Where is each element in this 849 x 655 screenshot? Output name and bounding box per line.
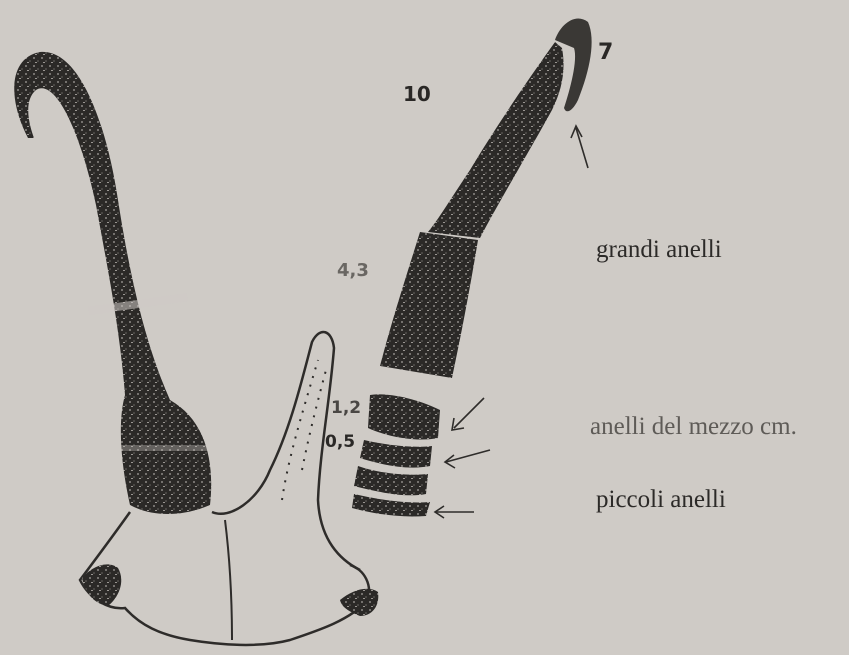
left-horn bbox=[14, 52, 220, 514]
label-anelli-del-mezzo: anelli del mezzo cm. bbox=[590, 413, 797, 441]
measure-10: 10 bbox=[403, 82, 431, 106]
measure-0-5: 0,5 bbox=[325, 432, 355, 452]
left-horn-ring bbox=[120, 445, 220, 451]
measure-1-2: 1,2 bbox=[331, 398, 361, 418]
small-ring-2 bbox=[352, 494, 430, 517]
left-horn-shape bbox=[14, 52, 211, 514]
skull-suture bbox=[225, 520, 232, 640]
right-horn-tip-segment bbox=[428, 42, 564, 238]
small-ring-1 bbox=[354, 466, 428, 495]
middle-ring-1 bbox=[368, 394, 440, 439]
label-piccoli-anelli: piccoli anelli bbox=[596, 486, 726, 514]
measure-4-3: 4,3 bbox=[337, 260, 369, 281]
right-horn-large-ring-segment bbox=[380, 232, 478, 378]
measure-7: 7 bbox=[598, 40, 613, 65]
right-eye-socket bbox=[340, 589, 378, 616]
label-grandi-anelli: grandi anelli bbox=[596, 236, 722, 264]
middle-ring-2 bbox=[360, 440, 432, 468]
middle-arrow-1 bbox=[454, 398, 484, 428]
tip-arrow bbox=[576, 128, 588, 168]
right-horn bbox=[352, 18, 592, 516]
